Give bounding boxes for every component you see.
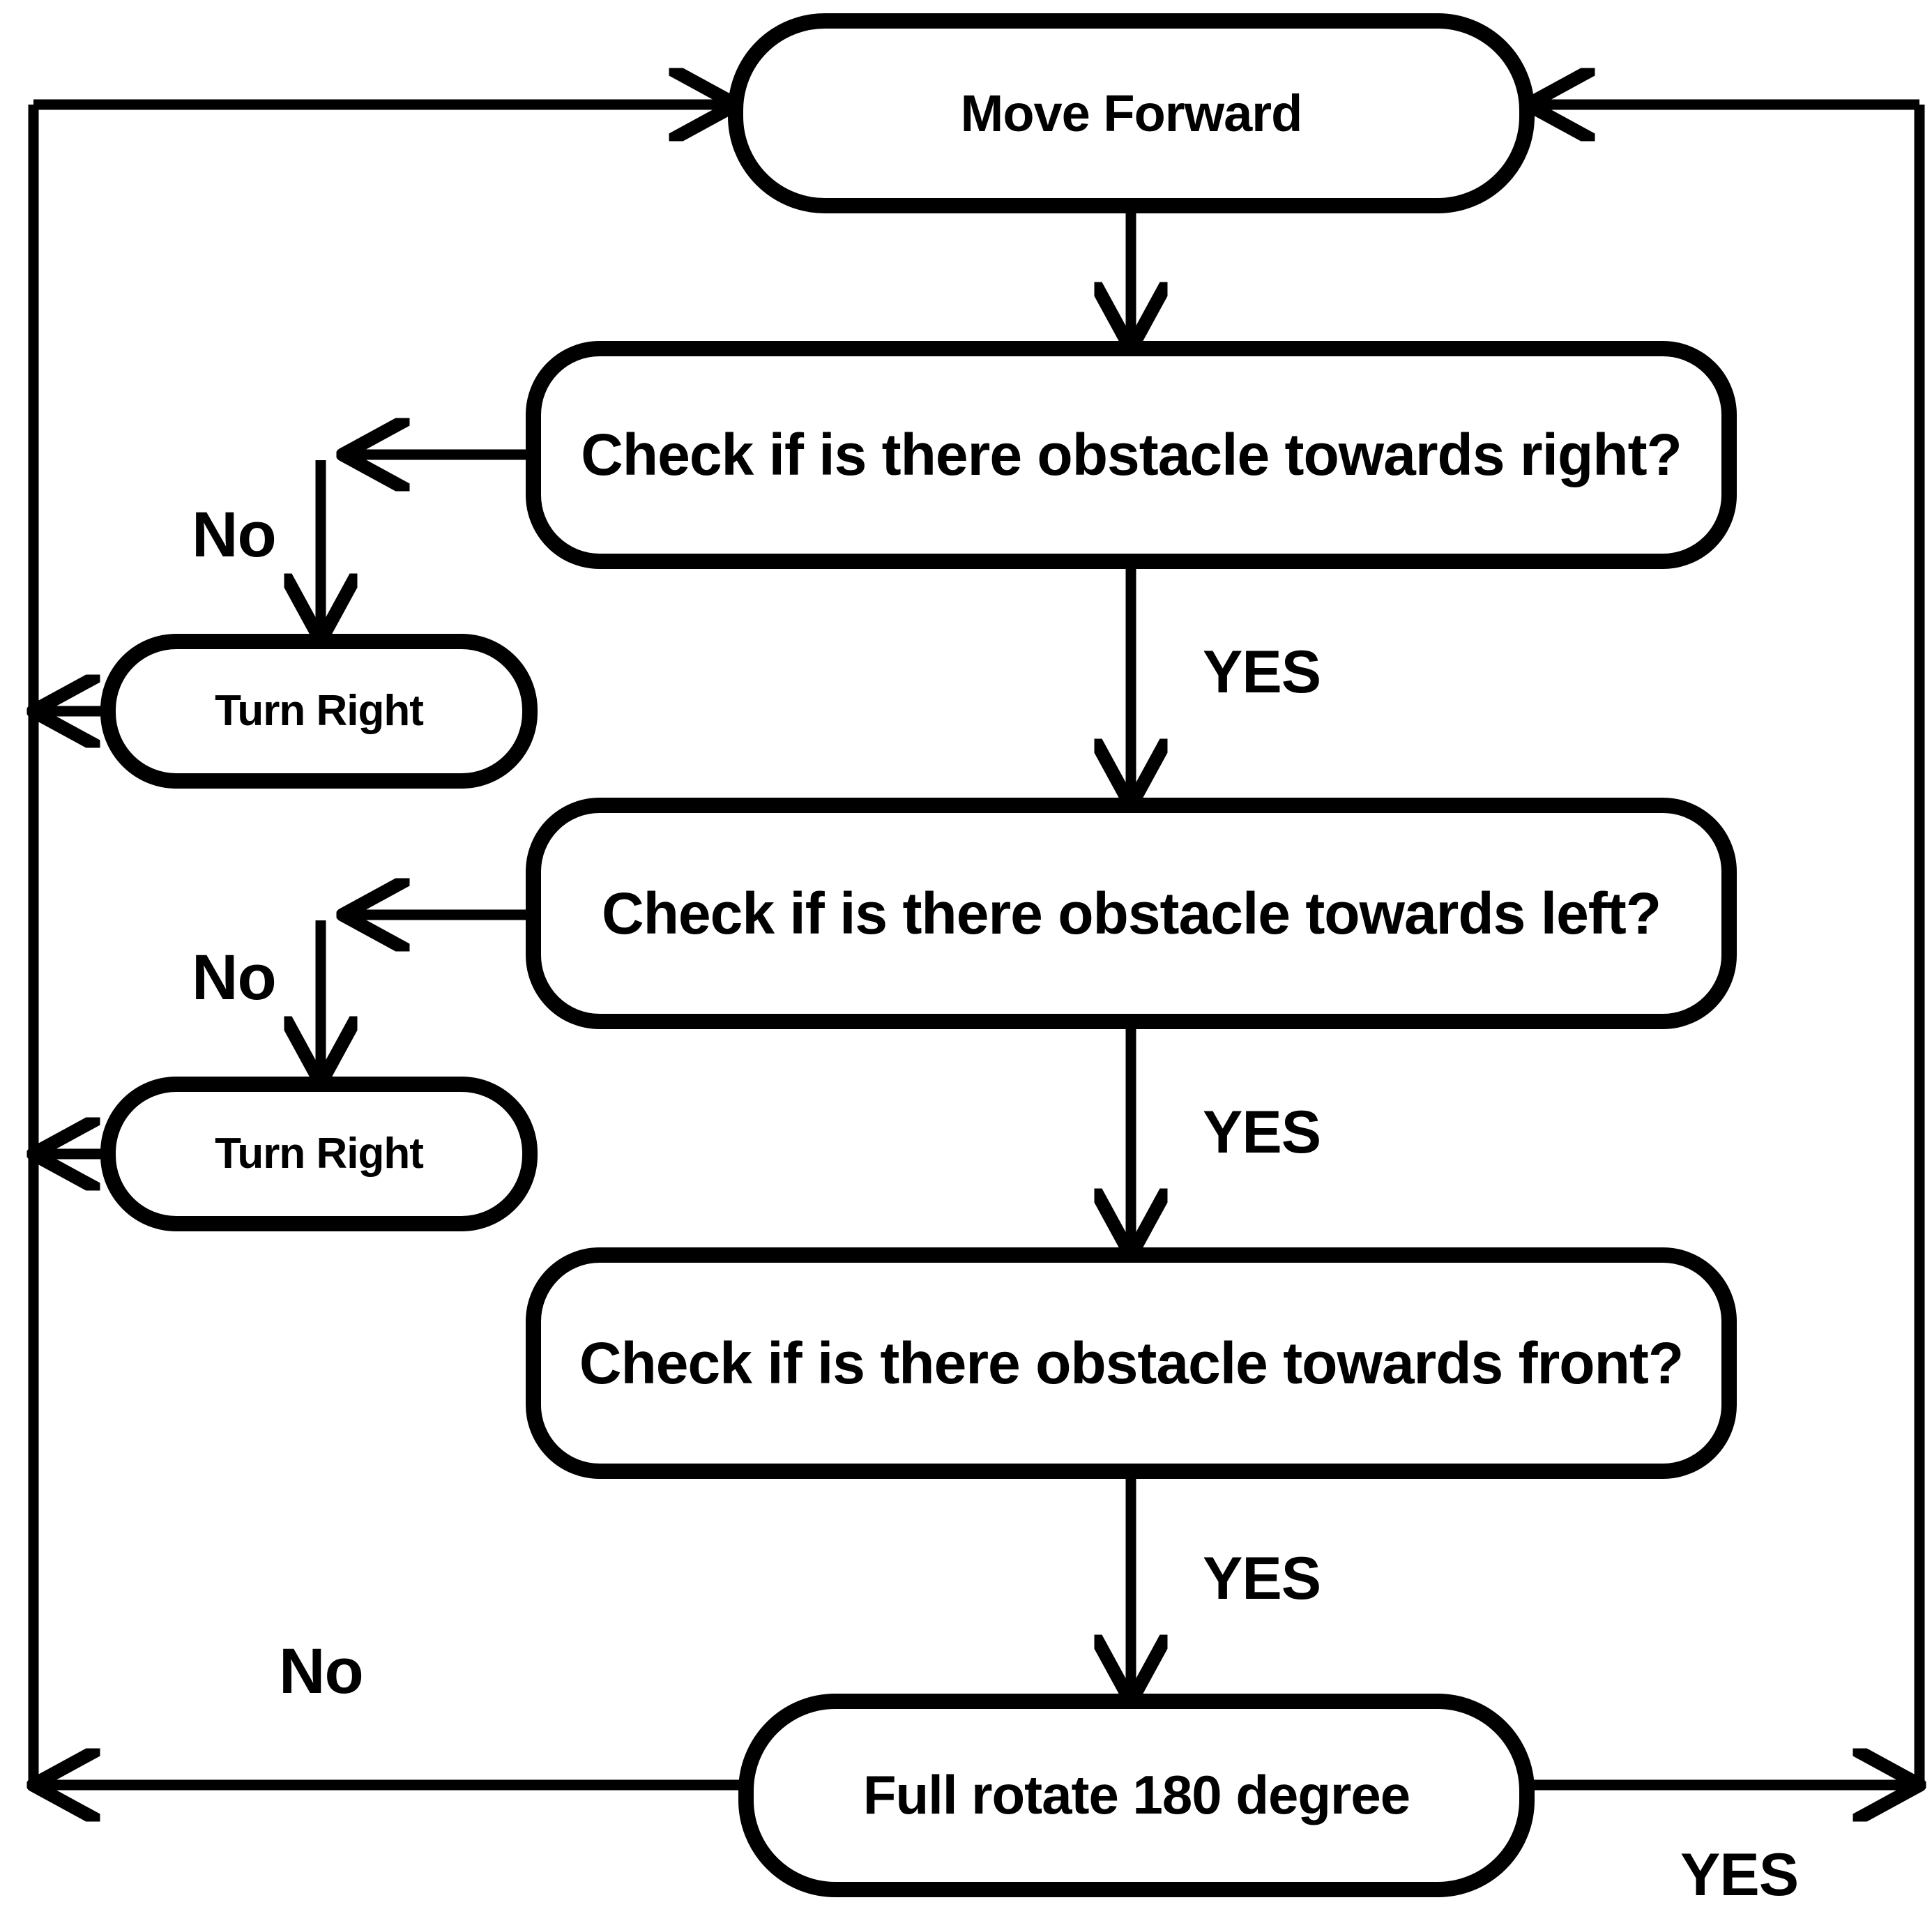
- node-turn-right-2: [100, 1077, 538, 1231]
- node-turn-right-1: [100, 634, 538, 789]
- node-check-front: [526, 1247, 1737, 1479]
- node-check-left: [526, 798, 1737, 1029]
- node-rotate-180: [738, 1694, 1535, 1897]
- node-move-forward: [728, 13, 1535, 213]
- node-check-right: [526, 341, 1737, 569]
